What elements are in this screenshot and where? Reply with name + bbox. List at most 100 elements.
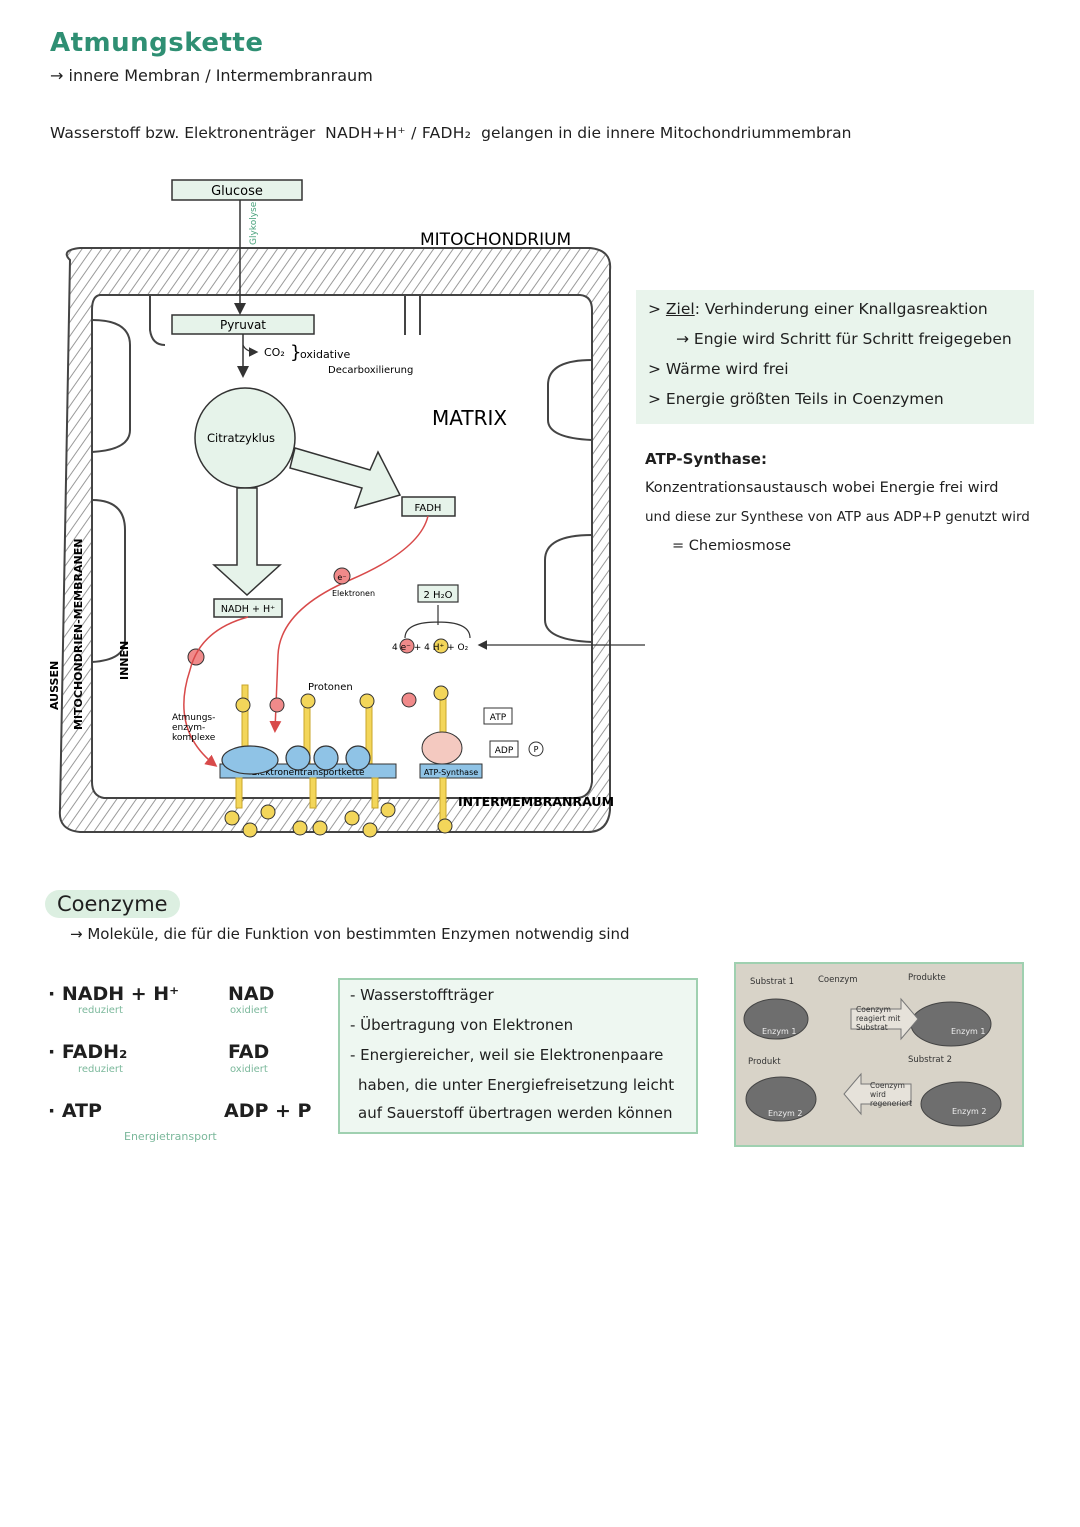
atp-synthase-title: ATP-Synthase:	[645, 450, 767, 468]
bullet-4: haben, die unter Energiefreisetzung leic…	[358, 1076, 675, 1094]
enzyme2-shape	[745, 1076, 817, 1122]
proton-icons	[235, 685, 449, 713]
produkte-label: Produkte	[908, 973, 946, 983]
pair-left-sub-1: reduziert	[78, 1005, 123, 1016]
innen-label: INNEN	[118, 641, 131, 680]
notes-line2: → Engie wird Schritt für Schritt freigeg…	[676, 330, 1012, 348]
phosphate-icon	[528, 741, 544, 757]
page-title: Atmungskette	[50, 28, 264, 58]
adp-label: ADP	[495, 746, 514, 756]
nadh-electron-path	[183, 616, 249, 767]
enzyme-illustration-svg: Substrat 1 Coenzym Produkte Enzym 1 Coen…	[743, 973, 1002, 1127]
atp-synthase-line3: = Chemiosmose	[672, 538, 792, 554]
notes-line4: > Energie größten Teils in Coenzymen	[648, 390, 944, 408]
notes-line3: > Wärme wird frei	[648, 360, 789, 378]
bullet-2: - Übertragung von Elektronen	[350, 1016, 574, 1034]
reaction-label: 4 e⁻ + 4 H⁺ + O₂	[392, 643, 469, 653]
atp-label: ATP	[490, 713, 507, 723]
coenzyme-definition: → Moleküle, die für die Funktion von bes…	[70, 925, 630, 943]
bullet-1: - Wasserstoffträger	[350, 986, 494, 1004]
intro-suffix: gelangen in die innere Mitochondriummemb…	[481, 124, 852, 142]
crista-left-top	[91, 319, 131, 453]
electron-label: e⁻	[337, 573, 346, 582]
big-arrow-right	[289, 447, 402, 510]
atmungsenzym-label: Atmungs-enzym-komplexe	[172, 713, 216, 743]
intro-carriers: NADH+H⁺ / FADH₂	[325, 124, 472, 142]
produkt-label: Produkt	[748, 1057, 781, 1067]
proton-arrows-down	[235, 777, 447, 829]
electron-icon	[399, 638, 415, 654]
co2-label: CO₂	[264, 346, 285, 359]
pair-right-3: ADP + P	[224, 1100, 312, 1122]
glucose-box	[171, 179, 303, 201]
enzyme-complexes	[221, 745, 371, 775]
atp-synthase-label: ATP-Synthase	[424, 768, 478, 777]
bullet-3: - Energiereicher, weil sie Elektronenpaa…	[350, 1046, 664, 1064]
proton-icon	[433, 638, 449, 654]
enzym1-label: Enzym 1	[762, 1027, 796, 1036]
intro-prefix: Wasserstoff bzw. Elektronenträger	[50, 124, 316, 142]
proton-icons-lower	[224, 802, 453, 838]
pair-left-sub-2: reduziert	[78, 1064, 123, 1075]
atp-synthase-box	[419, 763, 483, 779]
crista-right-1	[547, 359, 593, 441]
aussen-label: AUSSEN	[48, 661, 61, 710]
bullet-5: auf Sauerstoff übertragen werden können	[358, 1104, 673, 1122]
atp-box	[483, 707, 513, 725]
enzyme1b-shape	[910, 1001, 992, 1047]
coenzyme-title: Coenzyme	[45, 890, 180, 918]
enzyme1-shape	[743, 998, 809, 1040]
intro-text: Wasserstoff bzw. Elektronenträger NADH+H…	[50, 124, 852, 142]
co2-arrow	[242, 344, 259, 357]
oxidative-label: oxidative	[300, 348, 351, 361]
goal-notes-box: > Ziel: Verhinderung einer Knallgasreakt…	[636, 290, 1034, 424]
ziel-label: Ziel	[665, 300, 695, 318]
membranen-label: MITOCHONDRIEN-MEMBRANEN	[72, 539, 85, 730]
h2o-fork	[404, 605, 471, 639]
coenzyme-bullets-box: - Wasserstoffträger - Übertragung von El…	[338, 978, 698, 1134]
pair-right-sub-2: oxidiert	[230, 1064, 268, 1075]
h2o-label: 2 H₂O	[424, 590, 453, 601]
fadh-electron-path	[269, 515, 429, 733]
h2o-box	[417, 584, 459, 603]
pyruvat-label: Pyruvat	[220, 318, 266, 332]
intermembranraum-label: INTERMEMBRANRAUM	[458, 794, 614, 809]
adp-box	[489, 740, 519, 758]
enzym2-label: Enzym 2	[768, 1109, 802, 1118]
pair-left-3: · ATP	[48, 1100, 102, 1122]
substrat2-label: Substrat 2	[908, 1055, 952, 1065]
etk-label: Elektronentransportkette	[251, 768, 364, 778]
nadh-label: NADH + H⁺	[221, 604, 275, 615]
decarboxylierung-label: Decarboxilierung	[328, 365, 413, 376]
electron-icon	[187, 648, 205, 666]
enzym2b-label: Enzym 2	[952, 1107, 986, 1116]
phosphate-label: P	[534, 745, 539, 754]
respiratory-chain-diagram: Glucose Glykolyse MITOCHONDRIUM Pyruvat …	[48, 179, 645, 838]
citratzyklus-label: Citratzyklus	[207, 431, 275, 445]
coenzym-label: Coenzym	[818, 975, 858, 985]
crista-left-bottom	[91, 499, 126, 663]
atp-synthase-line2: und diese zur Synthese von ATP aus ADP+P…	[645, 509, 1030, 525]
pair-right-2: FAD	[228, 1041, 270, 1063]
fadh-label: FADH	[415, 503, 442, 514]
ziel-text: : Verhinderung einer Knallgasreaktion	[694, 300, 988, 318]
forward-arrow-icon	[850, 997, 919, 1041]
elektronen-label: Elektronen	[332, 589, 375, 598]
page-subtitle: → innere Membran / Intermembranraum	[50, 66, 373, 85]
energietransport-label: Energietransport	[124, 1130, 217, 1143]
glucose-label: Glucose	[211, 184, 263, 199]
brace: }	[290, 342, 301, 363]
pair-left-1: · NADH + H⁺	[48, 983, 180, 1005]
pair-left-2: · FADH₂	[48, 1041, 128, 1063]
enzyme2b-shape	[920, 1081, 1002, 1127]
electron-icon	[333, 567, 351, 585]
fadh-box	[401, 496, 456, 517]
glykolyse-label: Glykolyse	[249, 201, 259, 245]
pair-right-1: NAD	[228, 983, 275, 1005]
pair-right-sub-1: oxidiert	[230, 1005, 268, 1016]
backward-arrow-icon	[843, 1072, 912, 1116]
crista-top-1	[149, 295, 166, 346]
mitochondrium-label: MITOCHONDRIUM	[420, 230, 571, 250]
